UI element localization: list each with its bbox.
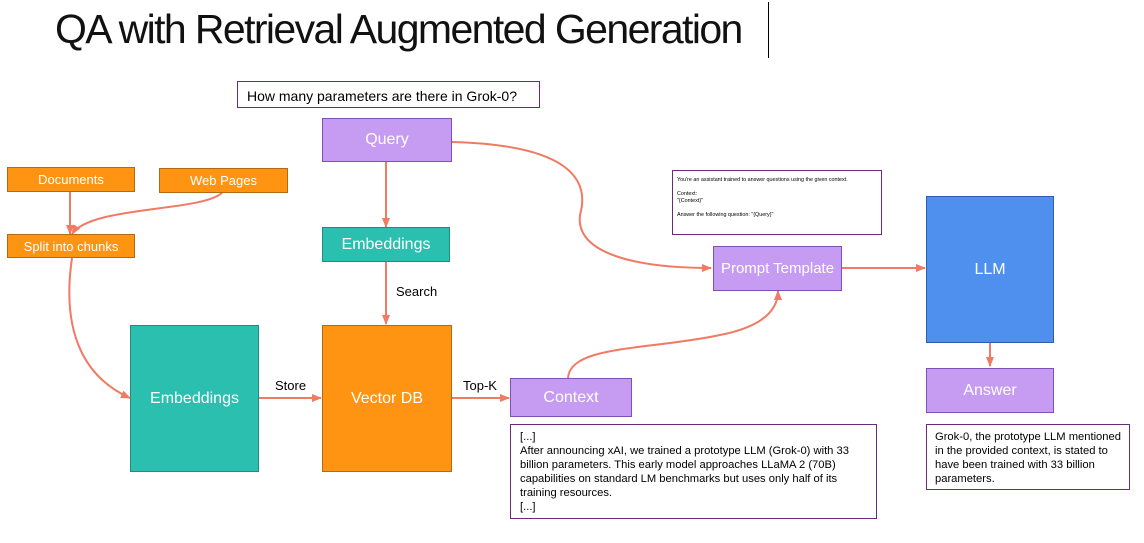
arrow-query-to-prompt <box>451 141 712 272</box>
page-title: QA with Retrieval Augmented Generation <box>55 6 743 52</box>
split-chunks-label: Split into chunks <box>23 238 119 254</box>
prompt-template-label: Prompt Template <box>720 260 835 277</box>
llm-label: LLM <box>974 260 1006 278</box>
answer-text-box: Grok-0, the prototype LLM mentioned in t… <box>926 424 1130 490</box>
prompt-line-2: Context: <box>677 191 698 197</box>
context-text-box: [...] After announcing xAI, we trained a… <box>510 424 877 519</box>
context-body: After announcing xAI, we trained a proto… <box>520 445 849 499</box>
web-pages-node: Web Pages <box>159 168 288 193</box>
prompt-line-1: You're an assistant trained to answer qu… <box>677 177 848 183</box>
context-node: Context <box>510 378 632 417</box>
vector-db-label: Vector DB <box>350 389 424 407</box>
arrow-split-to-embeddings <box>68 257 131 399</box>
prompt-line-3: "{Context}" <box>677 198 704 204</box>
llm-node: LLM <box>926 196 1054 343</box>
search-edge-label: Search <box>396 284 438 299</box>
answer-node: Answer <box>926 368 1054 413</box>
context-ellipsis-start: [...] <box>520 431 536 443</box>
documents-label: Documents <box>38 172 104 187</box>
context-label: Context <box>543 388 599 406</box>
query-label: Query <box>365 131 409 148</box>
embeddings-docs-node: Embeddings <box>130 325 259 472</box>
web-pages-label: Web Pages <box>190 173 257 188</box>
query-node: Query <box>322 118 452 162</box>
prompt-template-node: Prompt Template <box>713 246 842 291</box>
text-cursor <box>768 2 769 58</box>
split-chunks-node: Split into chunks <box>7 234 135 258</box>
answer-label: Answer <box>963 381 1017 399</box>
store-edge-label: Store <box>275 378 307 393</box>
context-ellipsis-end: [...] <box>520 501 536 513</box>
documents-node: Documents <box>7 167 135 192</box>
prompt-line-4: Answer the following question: "{Query}" <box>677 212 774 218</box>
embeddings-docs-label: Embeddings <box>150 389 239 407</box>
arrow-context-to-prompt <box>567 290 782 379</box>
answer-text: Grok-0, the prototype LLM mentioned in t… <box>935 431 1121 485</box>
embeddings-query-node: Embeddings <box>322 227 450 262</box>
question-text: How many parameters are there in Grok-0? <box>247 88 517 104</box>
question-box: How many parameters are there in Grok-0? <box>237 81 540 108</box>
arrow-webpages-to-split <box>71 192 223 235</box>
prompt-template-preview: You're an assistant trained to answer qu… <box>672 170 882 235</box>
top-k-edge-label: Top-K <box>463 378 497 393</box>
vector-db-node: Vector DB <box>322 325 452 472</box>
embeddings-query-label: Embeddings <box>341 235 431 253</box>
